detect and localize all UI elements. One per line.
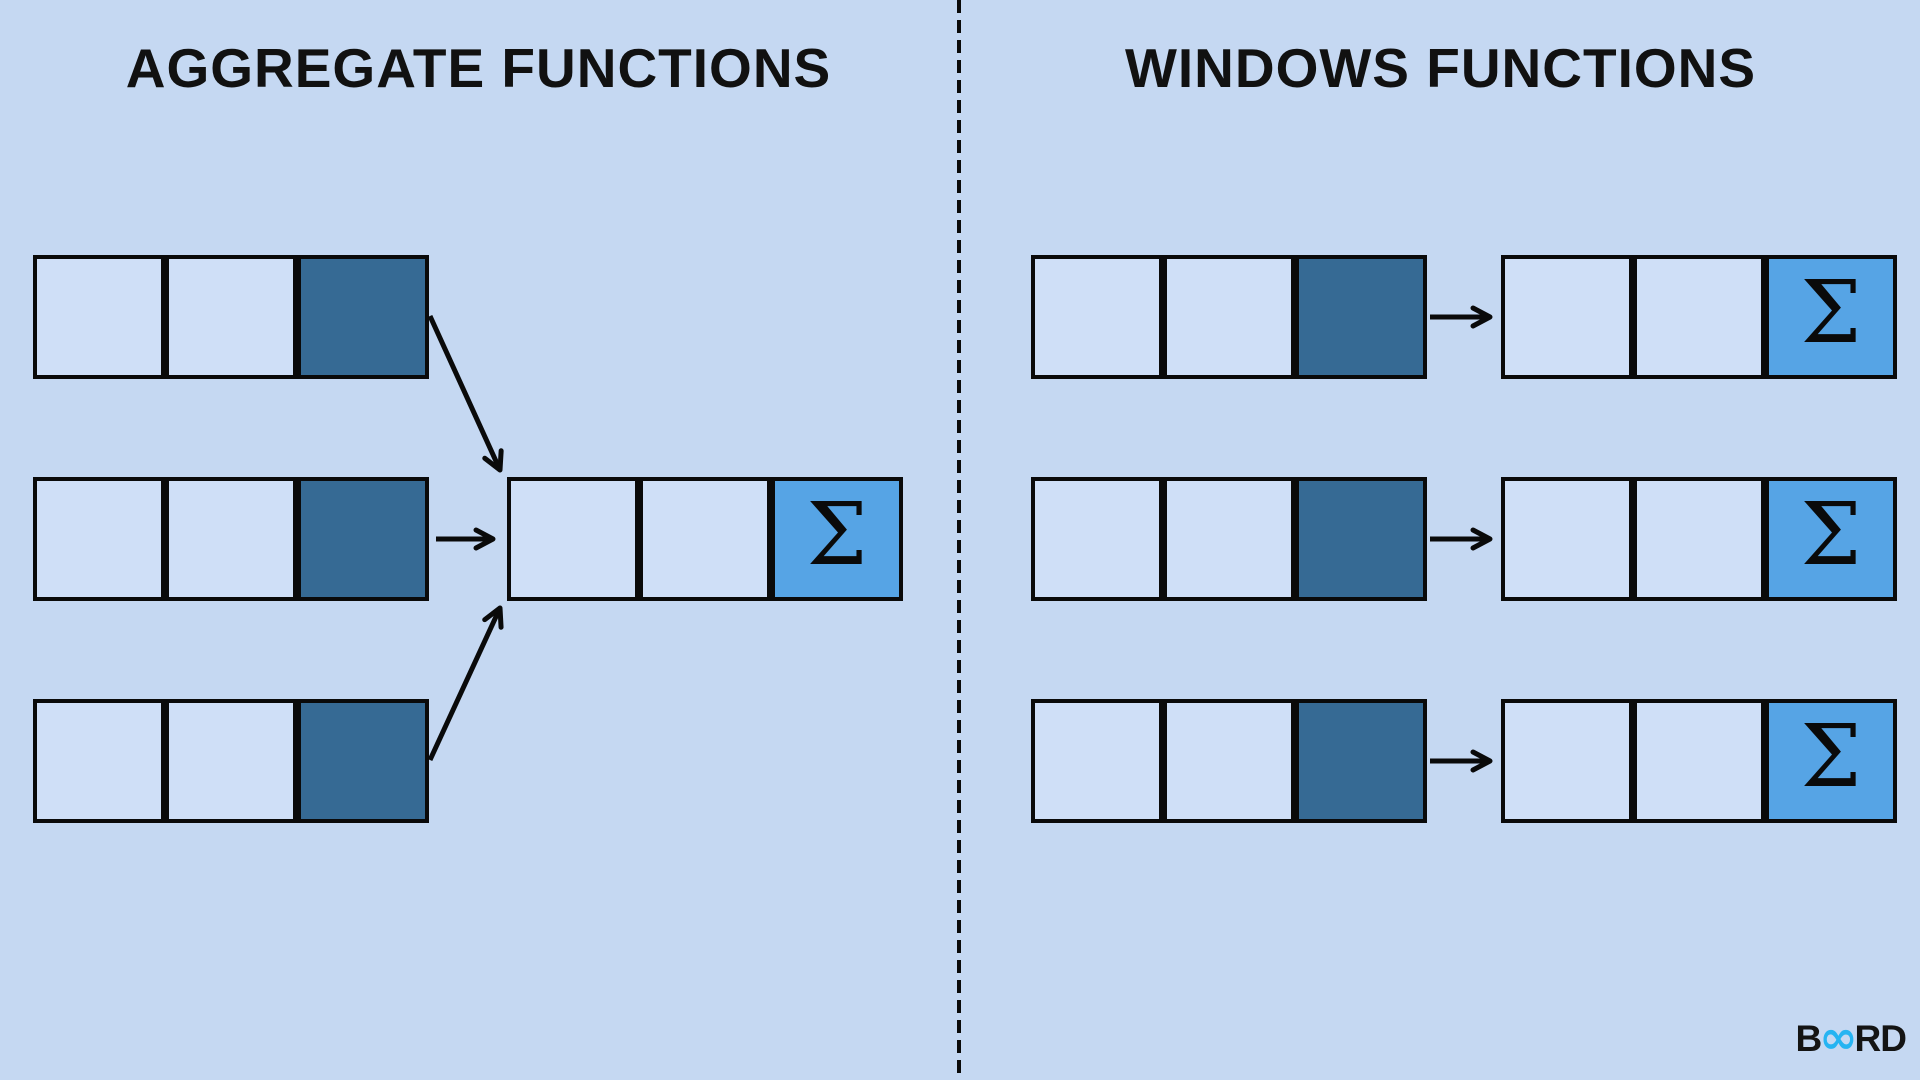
highlight-cell	[1295, 699, 1427, 823]
aggregate-source-row-2	[33, 477, 429, 601]
cell	[165, 477, 297, 601]
windows-result-row-1: Σ	[1501, 255, 1897, 379]
cell	[33, 255, 165, 379]
aggregate-result-row: Σ	[507, 477, 903, 601]
highlight-cell	[297, 699, 429, 823]
panel-divider	[957, 0, 961, 1080]
cell	[507, 477, 639, 601]
cell	[639, 477, 771, 601]
windows-result-row-3: Σ	[1501, 699, 1897, 823]
highlight-cell	[297, 255, 429, 379]
aggregate-functions-title: AGGREGATE FUNCTIONS	[125, 37, 832, 99]
aggregate-source-row-3	[33, 699, 429, 823]
cell	[165, 699, 297, 823]
cell	[1633, 699, 1765, 823]
highlight-cell	[297, 477, 429, 601]
windows-source-row-2	[1031, 477, 1427, 601]
windows-result-row-2: Σ	[1501, 477, 1897, 601]
windows-source-row-3	[1031, 699, 1427, 823]
logo-prefix: B	[1795, 1018, 1822, 1059]
cell	[1031, 477, 1163, 601]
cell	[1163, 477, 1295, 601]
sigma-cell: Σ	[1765, 699, 1897, 823]
cell	[1633, 477, 1765, 601]
sigma-cell: Σ	[771, 477, 903, 601]
sigma-symbol: Σ	[1800, 707, 1862, 807]
cell	[165, 255, 297, 379]
cell	[1163, 255, 1295, 379]
highlight-cell	[1295, 255, 1427, 379]
board-logo: B ∞ RD	[1795, 1009, 1907, 1064]
cell	[1501, 255, 1633, 379]
sigma-symbol: Σ	[1800, 485, 1862, 585]
cell	[1031, 699, 1163, 823]
merge-arrow-top	[427, 314, 504, 473]
logo-infinity-icon: ∞	[1819, 1009, 1857, 1064]
sigma-symbol: Σ	[806, 485, 868, 585]
merge-arrow-bottom	[427, 605, 504, 762]
windows-functions-title: WINDOWS FUNCTIONS	[1124, 37, 1757, 99]
windows-source-row-1	[1031, 255, 1427, 379]
sigma-cell: Σ	[1765, 477, 1897, 601]
cell	[33, 477, 165, 601]
aggregate-source-row-1	[33, 255, 429, 379]
cell	[1501, 699, 1633, 823]
highlight-cell	[1295, 477, 1427, 601]
cell	[1163, 699, 1295, 823]
sigma-cell: Σ	[1765, 255, 1897, 379]
logo-suffix: RD	[1854, 1018, 1907, 1059]
sigma-symbol: Σ	[1800, 263, 1862, 363]
cell	[33, 699, 165, 823]
cell	[1031, 255, 1163, 379]
cell	[1633, 255, 1765, 379]
cell	[1501, 477, 1633, 601]
